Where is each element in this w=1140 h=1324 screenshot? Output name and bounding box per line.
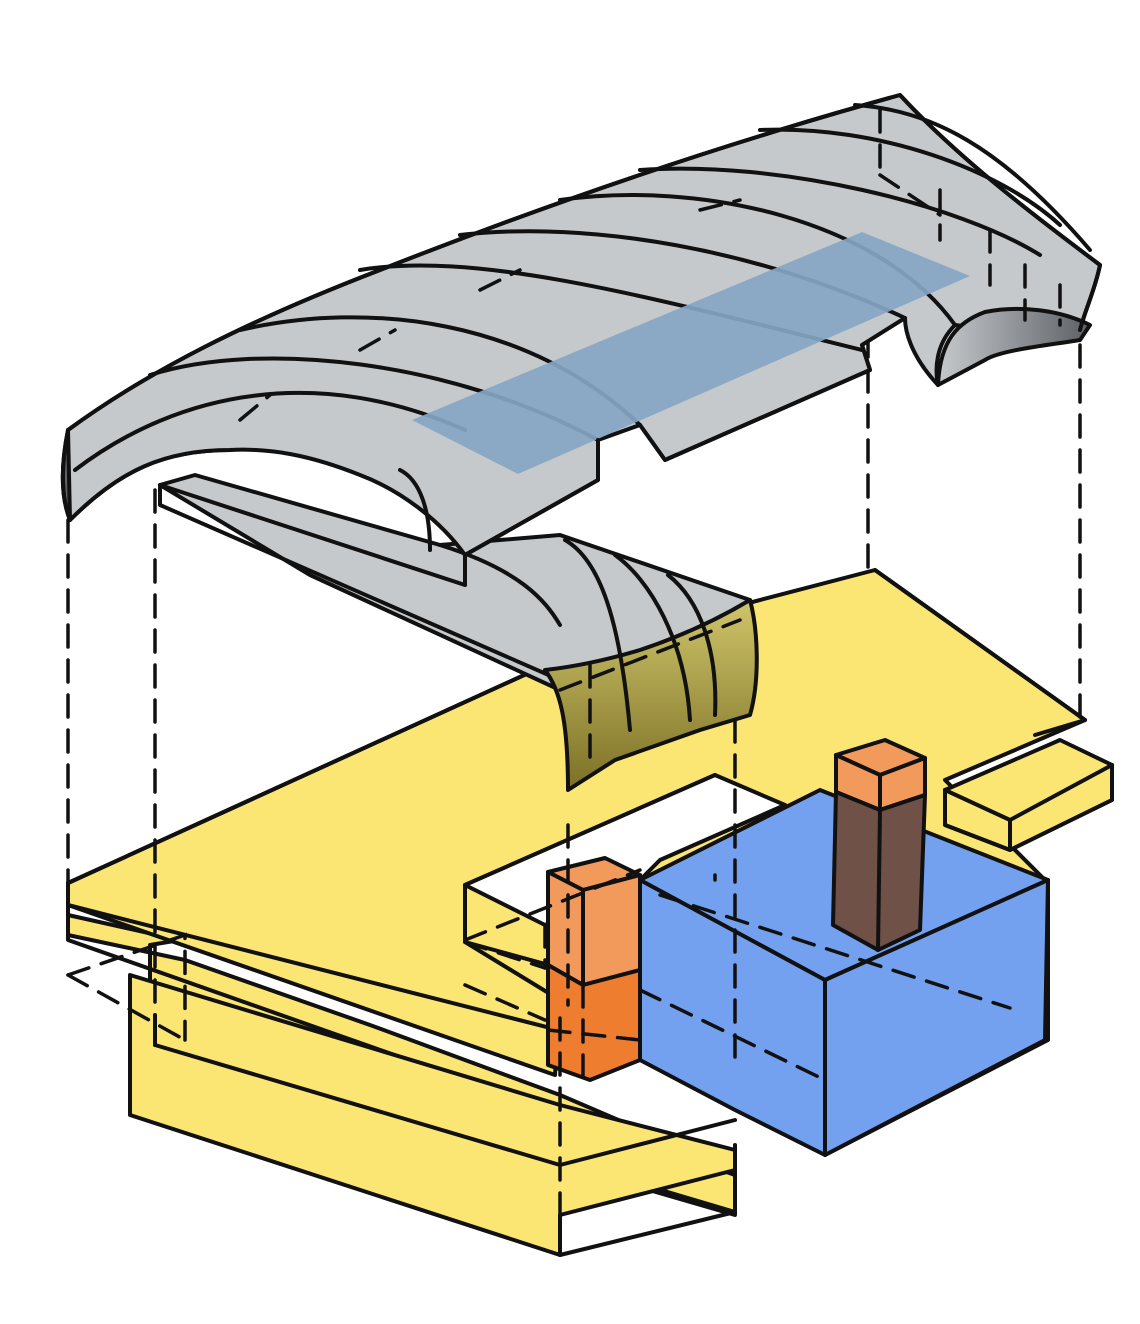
skylight-strip: [412, 232, 970, 474]
roof-shell: [60, 93, 1102, 557]
projection-lines: [66, 333, 1114, 1252]
roof-outline: [60, 93, 1102, 587]
core-left: [546, 856, 642, 1082]
core-right: [831, 738, 927, 952]
